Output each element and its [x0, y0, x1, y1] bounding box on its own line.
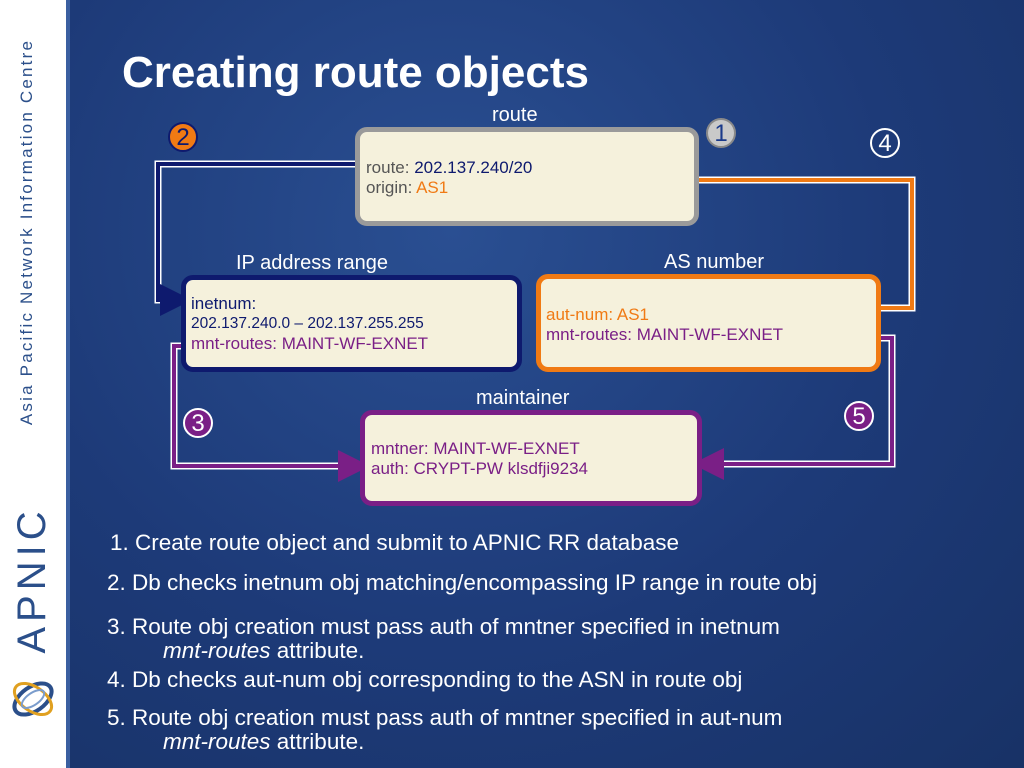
- route-object: route: 202.137.240/20 origin: AS1: [355, 127, 699, 226]
- caption-as-number: AS number: [664, 251, 765, 273]
- marker-4: 4: [870, 128, 900, 158]
- step-5-tail: attribute.: [270, 729, 365, 754]
- mntner-key: mntner: MAINT-WF-EXNET: [371, 439, 580, 458]
- origin-key: origin:: [366, 178, 417, 197]
- route-key: route:: [366, 158, 415, 177]
- marker-1: 1: [706, 118, 736, 148]
- marker-2: 2: [168, 122, 198, 152]
- marker-3: 3: [183, 408, 213, 438]
- step-5: 5. Route obj creation must pass auth of …: [107, 705, 783, 730]
- inetnum-key: inetnum:: [191, 294, 257, 313]
- origin-value: AS1: [416, 178, 449, 197]
- step-2: 2. Db checks inetnum obj matching/encomp…: [107, 570, 817, 595]
- step-3: 3. Route obj creation must pass auth of …: [107, 614, 780, 639]
- step-1: 1. Create route object and submit to APN…: [110, 530, 680, 555]
- step-3-cont: mnt-routes attribute.: [163, 638, 364, 664]
- step-3-attr: mnt-routes: [163, 638, 271, 663]
- caption-maintainer: maintainer: [476, 387, 570, 409]
- marker-5: 5: [844, 401, 874, 431]
- step-5-cont: mnt-routes attribute.: [163, 729, 364, 755]
- inetnum-range: 202.137.240.0 – 202.137.255.255: [191, 315, 424, 332]
- inetnum-object: inetnum: 202.137.240.0 – 202.137.255.255…: [181, 275, 522, 372]
- autnum-object: aut-num: AS1 mnt-routes: MAINT-WF-EXNET: [536, 274, 881, 372]
- apnic-swirl-icon: [12, 681, 54, 717]
- sidebar-divider: [66, 0, 70, 768]
- mntner-auth: auth: CRYPT-PW klsdfji9234: [371, 459, 588, 478]
- sidebar: Asia Pacific Network Information Centre …: [0, 0, 66, 768]
- route-value: 202.137.240/20: [414, 158, 533, 177]
- step-3-tail: attribute.: [270, 638, 365, 663]
- autnum-key: aut-num: AS1: [546, 305, 650, 324]
- mntner-object: mntner: MAINT-WF-EXNET auth: CRYPT-PW kl…: [360, 410, 702, 506]
- slide-title: Creating route objects: [122, 48, 589, 97]
- caption-route: route: [492, 104, 538, 126]
- step-5-attr: mnt-routes: [163, 729, 271, 754]
- autnum-mnt-routes: mnt-routes: MAINT-WF-EXNET: [546, 325, 784, 344]
- caption-ip-range: IP address range: [236, 252, 388, 274]
- inetnum-mnt-routes: mnt-routes: MAINT-WF-EXNET: [191, 334, 429, 353]
- step-4: 4. Db checks aut-num obj corresponding t…: [107, 667, 743, 692]
